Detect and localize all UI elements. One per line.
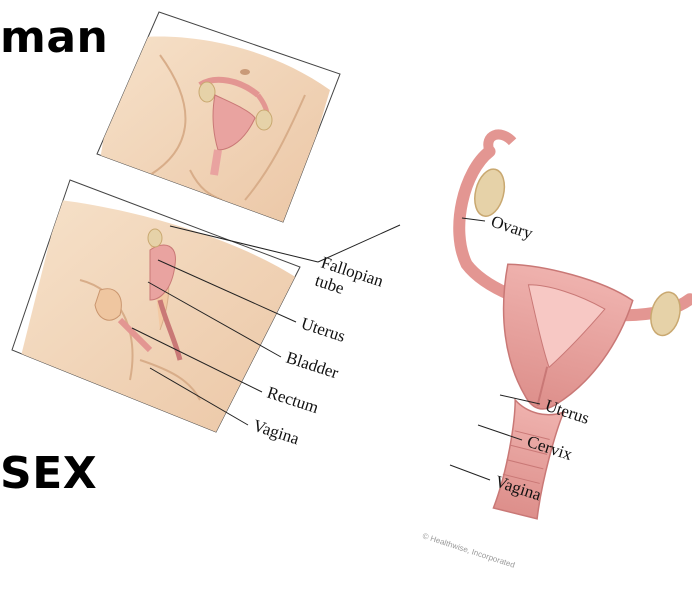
front-view-inset	[97, 12, 340, 225]
label-vagina-left: Vagina	[251, 416, 302, 449]
image-credit: © Healthwise, Incorporated	[421, 531, 516, 569]
uterus-diagram	[392, 129, 692, 541]
label-rectum: Rectum	[265, 383, 321, 417]
label-uterus-left: Uterus	[299, 314, 348, 346]
label-bladder: Bladder	[284, 348, 341, 383]
side-view-inset	[12, 180, 300, 440]
label-ovary: Ovary	[489, 212, 536, 243]
